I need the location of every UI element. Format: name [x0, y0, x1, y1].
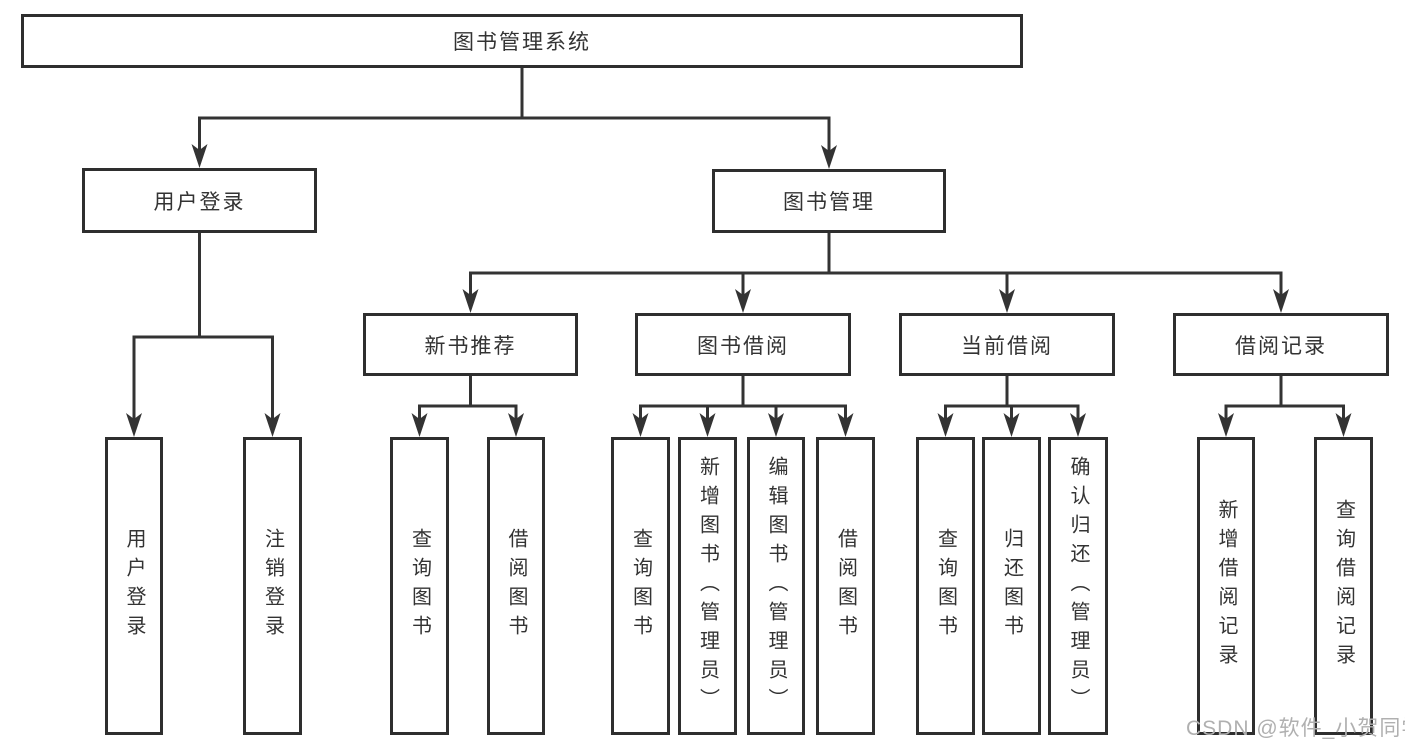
node-leaf-nbr-query: 查询图书: [390, 437, 449, 735]
node-label: 查询借阅记录: [1332, 499, 1355, 673]
node-label: 新书推荐: [424, 334, 517, 358]
node-label: 查询图书: [629, 528, 652, 644]
node-label: 当前借阅: [961, 334, 1053, 358]
arrowhead-icon: [264, 413, 281, 437]
node-leaf-bb-add: 新增图书（管理员）: [678, 437, 737, 735]
node-label: 归还图书: [1000, 528, 1023, 644]
node-label: 查询图书: [934, 528, 957, 644]
arrowhead-icon: [462, 289, 479, 313]
arrowhead-icon: [411, 413, 428, 437]
arrowhead-icon: [1335, 413, 1352, 437]
node-label: 查询图书: [408, 528, 431, 644]
node-leaf-bb-edit: 编辑图书（管理员）: [747, 437, 805, 735]
arrowhead-icon: [768, 413, 784, 437]
node-leaf-bb-borrow: 借阅图书: [816, 437, 875, 735]
node-new-book-rec: 新书推荐: [363, 313, 578, 376]
node-label: 注销登录: [261, 528, 284, 644]
node-leaf-logout: 注销登录: [243, 437, 302, 735]
node-leaf-cb-confirm: 确认归还（管理员）: [1048, 437, 1108, 735]
node-current-borrow: 当前借阅: [899, 313, 1115, 376]
node-label: 新增借阅记录: [1215, 499, 1237, 673]
arrowhead-icon: [126, 413, 142, 437]
node-label: 借阅图书: [834, 528, 857, 644]
node-book-mgmt: 图书管理: [712, 169, 946, 233]
arrowhead-icon: [1003, 413, 1020, 437]
arrowhead-icon: [191, 144, 208, 168]
arrowhead-icon: [1070, 413, 1086, 437]
node-label: 借阅记录: [1235, 334, 1327, 358]
node-leaf-user-login: 用户登录: [105, 437, 163, 735]
arrowhead-icon: [735, 289, 751, 313]
node-label: 编辑图书（管理员）: [765, 455, 787, 717]
node-label: 图书借阅: [697, 334, 789, 358]
arrowhead-icon: [632, 413, 649, 437]
arrowhead-icon: [1273, 289, 1289, 313]
node-leaf-cb-return: 归还图书: [982, 437, 1041, 735]
node-book-borrow: 图书借阅: [635, 313, 851, 376]
arrowhead-icon: [999, 289, 1015, 313]
node-root: 图书管理系统: [21, 14, 1023, 68]
node-label: 用户登录: [153, 190, 246, 214]
node-borrow-record: 借阅记录: [1173, 313, 1389, 376]
node-leaf-nbr-borrow: 借阅图书: [487, 437, 545, 735]
node-user-login: 用户登录: [82, 168, 317, 233]
node-label: 图书管理: [783, 191, 875, 214]
arrowhead-icon: [821, 145, 837, 169]
node-leaf-cb-query: 查询图书: [916, 437, 975, 735]
node-label: 借阅图书: [505, 528, 527, 644]
arrowhead-icon: [837, 413, 854, 437]
arrowhead-icon: [699, 413, 716, 437]
arrowhead-icon: [937, 413, 954, 437]
node-label: 图书管理系统: [453, 31, 591, 54]
node-leaf-br-add: 新增借阅记录: [1197, 437, 1255, 735]
node-label: 新增图书（管理员）: [696, 455, 719, 717]
node-leaf-br-query: 查询借阅记录: [1314, 437, 1373, 735]
node-label: 确认归还（管理员）: [1067, 455, 1089, 717]
arrowhead-icon: [508, 413, 524, 437]
node-leaf-bb-query: 查询图书: [611, 437, 670, 735]
watermark: CSDN @软件_小贺同学: [1186, 717, 1405, 740]
arrowhead-icon: [1218, 413, 1234, 437]
node-label: 用户登录: [123, 528, 145, 644]
